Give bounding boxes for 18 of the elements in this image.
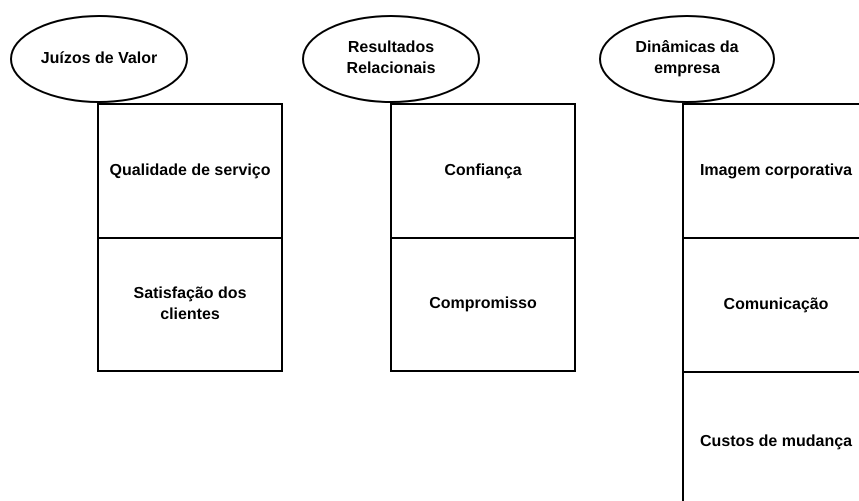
category-label: Resultados Relacionais [346, 38, 436, 79]
category-label: Dinâmicas da empresa [634, 38, 740, 79]
item-label: Comunicação [722, 294, 830, 315]
item-label: Custos de mudança [698, 432, 854, 452]
category-ellipse [599, 15, 775, 103]
item-label: Confiança [443, 160, 523, 181]
item-box [97, 237, 283, 372]
item-label: Compromisso [428, 294, 538, 314]
category-ellipse [10, 15, 188, 103]
category-label: Juízos de Valor [40, 48, 158, 69]
item-label: Qualidade de serviço [108, 160, 272, 181]
item-box [390, 237, 576, 372]
item-box [97, 103, 283, 239]
item-label: Satisfação dos clientes [132, 284, 248, 324]
item-box [682, 103, 859, 239]
item-box [390, 103, 576, 239]
item-label: Imagem corporativa [698, 160, 854, 181]
category-ellipse [302, 15, 480, 103]
